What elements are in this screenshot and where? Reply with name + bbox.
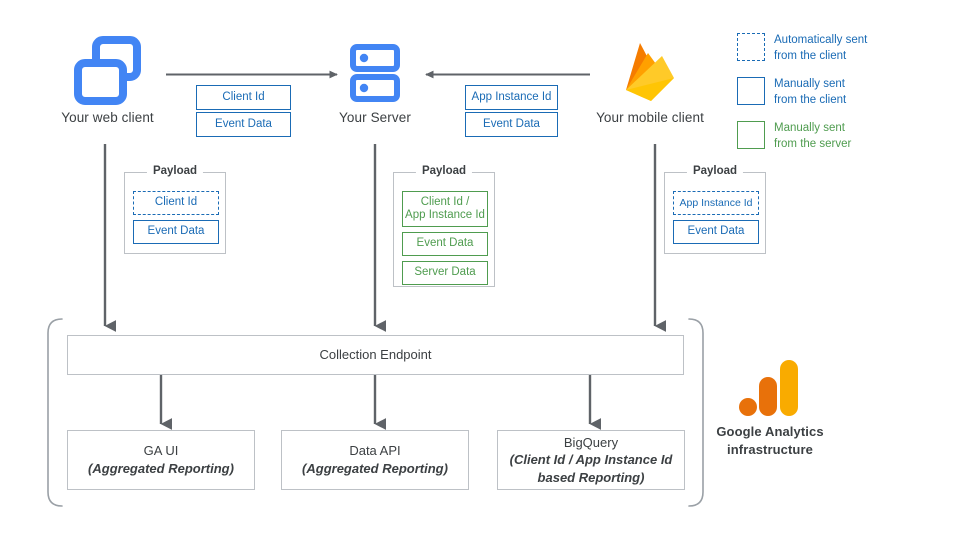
legend-item-manual-server: Manually sent from the server bbox=[737, 121, 952, 152]
output-ga-ui-subtitle: (Aggregated Reporting) bbox=[88, 461, 234, 476]
legend-manual-server-line2: from the server bbox=[774, 137, 852, 150]
ga-infrastructure-label-line2: infrastructure bbox=[727, 441, 813, 457]
payload-mobile-item-event-data: Event Data bbox=[673, 220, 759, 244]
ga-infrastructure-label-line1: Google Analytics bbox=[716, 424, 824, 439]
payload-server-item-server-data: Server Data bbox=[402, 261, 488, 285]
legend-auto-client-line2: from the client bbox=[774, 49, 847, 62]
transit-chip-app-instance-id: App Instance Id bbox=[465, 85, 558, 110]
legend-manual-client-line2: from the client bbox=[774, 93, 847, 106]
legend-item-manual-client: Manually sent from the client bbox=[737, 77, 952, 108]
payload-server-title: Payload bbox=[415, 165, 473, 177]
payload-web: Payload Client Id Event Data bbox=[124, 165, 226, 254]
google-analytics-logo bbox=[738, 358, 800, 418]
legend-manual-server-line1: Manually sent bbox=[774, 122, 845, 135]
legend: Automatically sent from the client Manua… bbox=[737, 33, 952, 152]
legend-swatch-solid-green bbox=[737, 121, 765, 150]
payload-mobile: Payload App Instance Id Event Data bbox=[664, 165, 766, 254]
infrastructure-bracket-left bbox=[47, 318, 63, 507]
collection-endpoint-label: Collection Endpoint bbox=[319, 347, 432, 363]
payload-web-item-event-data: Event Data bbox=[133, 220, 219, 244]
payload-web-item-client-id: Client Id bbox=[133, 191, 219, 215]
server-label: Your Server bbox=[339, 110, 411, 125]
ga-infrastructure-label: Google Analytics infrastructure bbox=[690, 423, 850, 458]
infrastructure-bracket-right bbox=[688, 318, 704, 507]
legend-item-auto-client: Automatically sent from the client bbox=[737, 33, 952, 64]
legend-swatch-solid-blue bbox=[737, 77, 765, 106]
output-box-bigquery[interactable]: BigQuery (Client Id / App Instance Id ba… bbox=[497, 430, 685, 490]
server-icon bbox=[350, 44, 400, 102]
mobile-client-label: Your mobile client bbox=[596, 110, 704, 125]
mobile-client-icon bbox=[618, 38, 682, 106]
legend-manual-client-line1: Manually sent bbox=[774, 78, 845, 91]
output-ga-ui-title: GA UI bbox=[143, 443, 179, 459]
legend-auto-client-line1: Automatically sent bbox=[774, 34, 868, 46]
web-client-icon bbox=[74, 36, 141, 105]
web-client-label: Your web client bbox=[61, 110, 154, 125]
payload-mobile-item-app-instance-id: App Instance Id bbox=[673, 191, 759, 215]
payload-server-item-event-data: Event Data bbox=[402, 232, 488, 256]
collection-endpoint-box[interactable]: Collection Endpoint bbox=[67, 335, 684, 375]
output-data-api-subtitle: (Aggregated Reporting) bbox=[302, 461, 448, 476]
legend-swatch-dashed-blue bbox=[737, 33, 765, 61]
transit-chip-client-id: Client Id bbox=[196, 85, 291, 110]
transit-chip-event-data-mobile: Event Data bbox=[465, 112, 558, 137]
payload-server-item-id: Client Id / App Instance Id bbox=[402, 191, 488, 227]
output-box-data-api[interactable]: Data API (Aggregated Reporting) bbox=[281, 430, 469, 490]
output-bigquery-subtitle: (Client Id / App Instance Id based Repor… bbox=[509, 452, 673, 485]
output-box-ga-ui[interactable]: GA UI (Aggregated Reporting) bbox=[67, 430, 255, 490]
transit-chip-event-data: Event Data bbox=[196, 112, 291, 137]
output-data-api-title: Data API bbox=[349, 443, 401, 459]
payload-web-title: Payload bbox=[146, 165, 204, 177]
output-bigquery-title: BigQuery bbox=[563, 434, 619, 450]
payload-server: Payload Client Id / App Instance Id Even… bbox=[393, 165, 495, 287]
payload-mobile-title: Payload bbox=[686, 165, 744, 177]
